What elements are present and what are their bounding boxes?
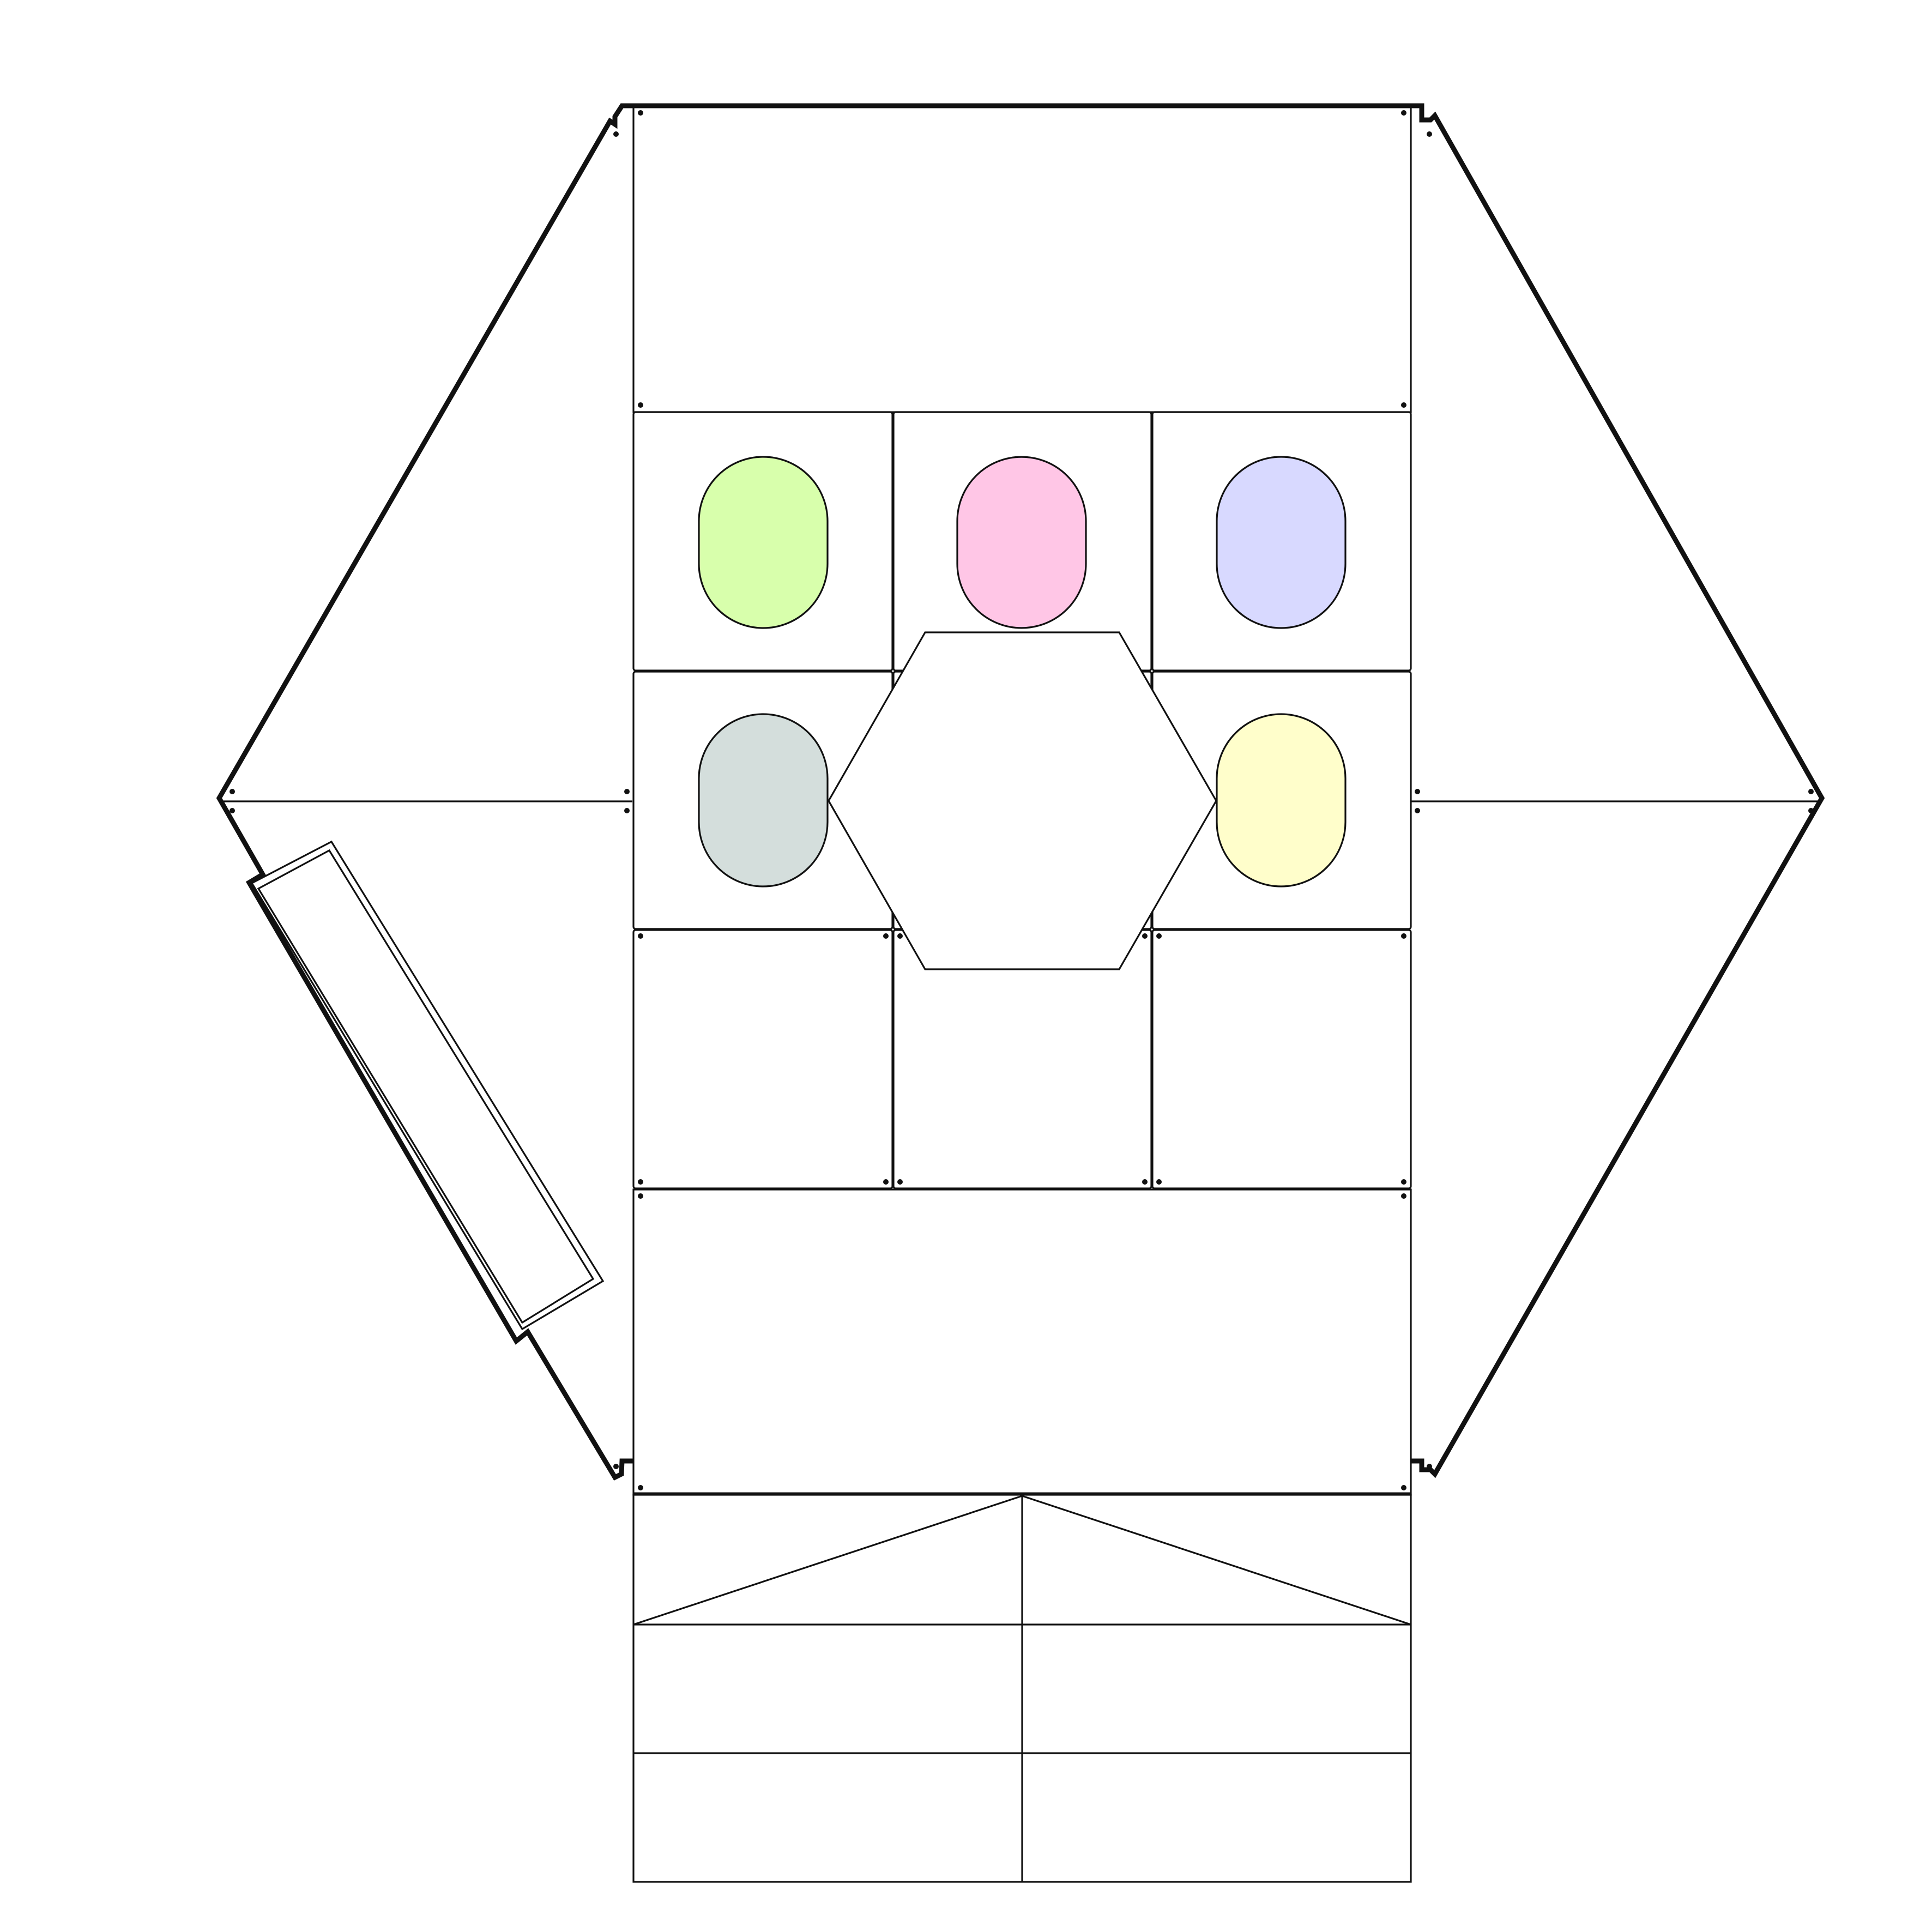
hinge-dot [1401, 402, 1406, 408]
hinge-dot [638, 1193, 643, 1199]
tab-inner [257, 849, 595, 1324]
hinge-dot [624, 789, 630, 794]
hinge-dot [1156, 1179, 1162, 1185]
hinge-dot [1401, 1485, 1406, 1490]
hinge-dot [1401, 1193, 1406, 1199]
top-panel [632, 105, 1412, 413]
hinge-dot [1156, 933, 1162, 939]
hinge-dot [230, 808, 235, 813]
tab-outer [250, 840, 605, 1331]
hinge-dot [1401, 1179, 1406, 1185]
left-tab [250, 840, 605, 1331]
hinge-dot [230, 789, 235, 794]
hinge-dot [1808, 808, 1814, 813]
hinge-dot [1415, 808, 1420, 813]
pill-green [698, 456, 829, 629]
pill-lavender [1216, 456, 1347, 629]
hinge-dot [624, 808, 630, 813]
right-flap-outline [1411, 103, 1825, 1478]
hinge-dot [1142, 1179, 1148, 1185]
hinge-dot [638, 1179, 643, 1185]
hex-outline [216, 103, 1825, 1481]
hinge-dot [613, 1464, 619, 1469]
hinge-dot [1415, 789, 1420, 794]
hinge-dot [638, 1485, 643, 1490]
pill-pink [956, 456, 1087, 629]
hinge-dot [638, 110, 643, 116]
cell-r3-c3 [1151, 929, 1412, 1190]
pills [698, 456, 1347, 887]
hinge-dot [1401, 933, 1406, 939]
hinge-dot [883, 1179, 889, 1185]
cell-r3-c1 [632, 929, 893, 1190]
hinge-dot [1808, 789, 1814, 794]
hinge-dot [1427, 1464, 1432, 1469]
hinge-dot [883, 933, 889, 939]
center-hexagon [828, 631, 1217, 970]
hinge-dot [1401, 110, 1406, 116]
bottom-diagonal-right [1022, 1495, 1411, 1626]
hinge-dot [1427, 131, 1432, 137]
bottom-diagonal-left [633, 1495, 1023, 1626]
hinge-dots [230, 110, 1814, 1490]
hinge-dot [613, 131, 619, 137]
hinge-dot [897, 933, 903, 939]
bottom-panel [632, 1188, 1412, 1496]
hinge-dot [638, 933, 643, 939]
bottom-section [632, 1494, 1412, 1883]
hinge-dot [1142, 933, 1148, 939]
hinge-dot [638, 402, 643, 408]
pill-gray [698, 713, 829, 887]
hinge-dot [897, 1179, 903, 1185]
left-flap-outline [216, 103, 633, 1481]
pill-yellow [1216, 713, 1347, 887]
